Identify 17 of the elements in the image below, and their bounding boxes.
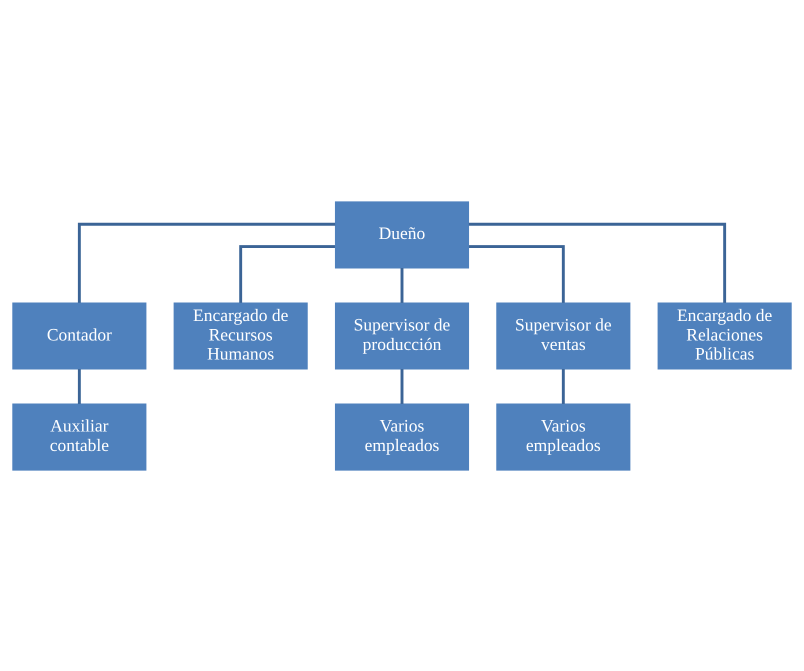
node-box: Contador [12, 302, 146, 370]
connector [400, 368, 404, 404]
connector [239, 244, 335, 302]
node-box: Varios empleados [334, 403, 470, 470]
node-box: Supervisor de producción [334, 302, 470, 370]
node-box: Auxiliar contable [12, 403, 146, 470]
connector [400, 268, 404, 302]
node-box: Encargado de Relaciones Públicas [658, 302, 792, 370]
connector [562, 368, 565, 404]
node-box: Encargado de Recursos Humanos [174, 302, 308, 370]
connector [78, 368, 81, 404]
connector [469, 244, 565, 302]
node-box: Dueño [334, 200, 470, 268]
connector [78, 222, 336, 302]
node-box: Varios empleados [496, 403, 630, 470]
connector [468, 222, 726, 302]
node-box: Supervisor de ventas [496, 302, 630, 370]
